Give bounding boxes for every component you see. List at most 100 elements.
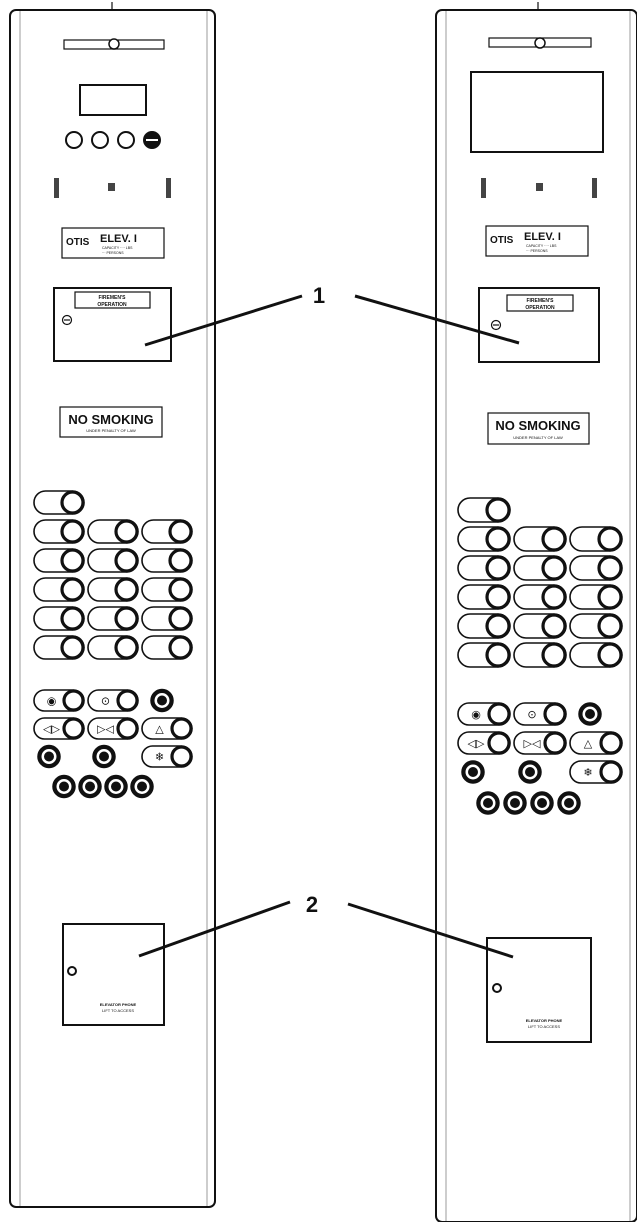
- push-button[interactable]: [168, 635, 193, 660]
- floor-button[interactable]: [513, 555, 567, 581]
- floor-button[interactable]: [141, 548, 193, 573]
- floor-button[interactable]: [87, 606, 139, 631]
- service-key-button[interactable]: [503, 791, 527, 815]
- key-switch-button[interactable]: [518, 760, 542, 784]
- push-button[interactable]: [541, 613, 567, 639]
- cabinet-text: LIFT TO ACCESS: [102, 1008, 134, 1013]
- floor-button[interactable]: [457, 613, 511, 639]
- floor-button[interactable]: [141, 577, 193, 602]
- push-button[interactable]: [597, 642, 623, 668]
- push-button[interactable]: [168, 606, 193, 631]
- fireman-label: OPERATION: [525, 305, 555, 311]
- push-button[interactable]: [485, 526, 511, 552]
- push-button[interactable]: [114, 635, 139, 660]
- floor-button[interactable]: [513, 584, 567, 610]
- key-switch-button[interactable]: [461, 760, 485, 784]
- push-button[interactable]: [114, 548, 139, 573]
- push-button[interactable]: [60, 519, 85, 544]
- door-open-button[interactable]: ◁▷: [457, 731, 511, 755]
- floor-button[interactable]: [457, 497, 511, 523]
- key-switch-button[interactable]: [92, 744, 116, 769]
- floor-button[interactable]: [513, 526, 567, 552]
- fireman-cabinet: FIREMEN'S OPERATION: [53, 287, 172, 362]
- service-key-button[interactable]: [530, 791, 554, 815]
- floor-button[interactable]: [513, 642, 567, 668]
- push-button[interactable]: [597, 555, 623, 581]
- key-switch-button[interactable]: [37, 744, 61, 769]
- phone-button[interactable]: ⊙: [87, 689, 139, 712]
- service-key-button[interactable]: [78, 774, 102, 799]
- floor-button[interactable]: [141, 635, 193, 660]
- keyhole-icon: [67, 966, 77, 976]
- floor-button[interactable]: [33, 635, 85, 660]
- push-button[interactable]: [597, 613, 623, 639]
- push-button[interactable]: [114, 519, 139, 544]
- fan-button[interactable]: ❄: [141, 745, 193, 768]
- fan-button[interactable]: ❄: [569, 760, 623, 784]
- alarm-button[interactable]: △: [569, 731, 623, 755]
- floor-button[interactable]: [457, 526, 511, 552]
- floor-button[interactable]: [87, 635, 139, 660]
- floor-button[interactable]: [569, 555, 623, 581]
- push-button[interactable]: [597, 584, 623, 610]
- push-button[interactable]: [597, 526, 623, 552]
- floor-button[interactable]: [33, 548, 85, 573]
- push-button[interactable]: [168, 519, 193, 544]
- push-button[interactable]: [60, 577, 85, 602]
- push-button[interactable]: [60, 490, 85, 515]
- door-open-icon: ◁▷: [43, 723, 60, 736]
- floor-button[interactable]: [87, 577, 139, 602]
- floor-button[interactable]: [87, 519, 139, 544]
- floor-button[interactable]: [513, 613, 567, 639]
- floor-button[interactable]: [569, 642, 623, 668]
- floor-button[interactable]: [141, 606, 193, 631]
- floor-button[interactable]: [569, 584, 623, 610]
- push-button[interactable]: [541, 526, 567, 552]
- eye-button[interactable]: ◉: [457, 702, 511, 726]
- service-key-button[interactable]: [476, 791, 500, 815]
- push-button[interactable]: [541, 555, 567, 581]
- alarm-button[interactable]: △: [141, 717, 193, 740]
- floor-button[interactable]: [457, 584, 511, 610]
- floor-button[interactable]: [457, 642, 511, 668]
- floor-display: [79, 84, 147, 116]
- push-button[interactable]: [485, 584, 511, 610]
- push-button[interactable]: [114, 606, 139, 631]
- floor-button[interactable]: [141, 519, 193, 544]
- elevator-label: ELEV. I: [524, 231, 561, 243]
- floor-button[interactable]: [457, 555, 511, 581]
- push-button[interactable]: [485, 613, 511, 639]
- door-open-button[interactable]: ◁▷: [33, 717, 85, 740]
- callout-1: 1: [144, 283, 520, 347]
- push-button[interactable]: [114, 577, 139, 602]
- push-button[interactable]: [168, 548, 193, 573]
- floor-button[interactable]: [33, 606, 85, 631]
- alarm-bell-button[interactable]: [150, 688, 174, 713]
- car-buttons-right: [457, 497, 623, 668]
- floor-button[interactable]: [33, 519, 85, 544]
- push-button[interactable]: [485, 497, 511, 523]
- floor-button[interactable]: [569, 526, 623, 552]
- push-button[interactable]: [60, 635, 85, 660]
- floor-button[interactable]: [87, 548, 139, 573]
- service-key-button[interactable]: [130, 774, 154, 799]
- push-button[interactable]: [485, 642, 511, 668]
- service-key-button[interactable]: [52, 774, 76, 799]
- service-key-button[interactable]: [557, 791, 581, 815]
- alarm-bell-button[interactable]: [578, 702, 602, 726]
- capacity-text: CAPACITY ···· LBS: [526, 244, 557, 248]
- eye-button[interactable]: ◉: [33, 689, 85, 712]
- push-button[interactable]: [541, 642, 567, 668]
- floor-button[interactable]: [33, 490, 85, 515]
- push-button[interactable]: [168, 577, 193, 602]
- push-button[interactable]: [541, 584, 567, 610]
- push-button[interactable]: [60, 606, 85, 631]
- service-key-button[interactable]: [104, 774, 128, 799]
- push-button[interactable]: [60, 548, 85, 573]
- floor-button[interactable]: [33, 577, 85, 602]
- door-close-button[interactable]: ▷◁: [87, 717, 139, 740]
- door-close-button[interactable]: ▷◁: [513, 731, 567, 755]
- floor-button[interactable]: [569, 613, 623, 639]
- push-button[interactable]: [485, 555, 511, 581]
- phone-button[interactable]: ⊙: [513, 702, 567, 726]
